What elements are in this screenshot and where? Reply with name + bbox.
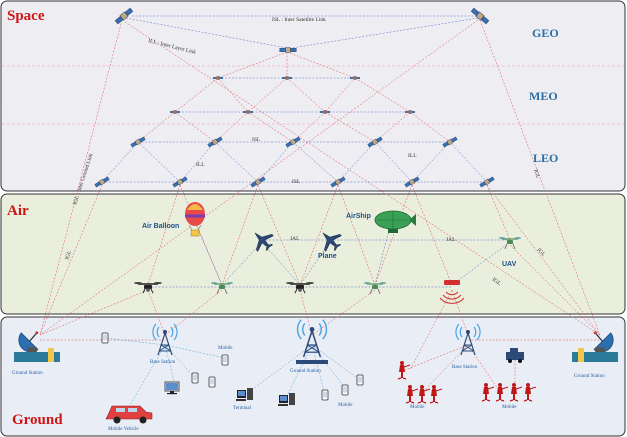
- ground-station-label-right: Ground Station: [574, 374, 605, 379]
- ground-station-label-left: Ground Station: [12, 371, 43, 376]
- mobile-phone-icon[interactable]: [191, 372, 199, 384]
- geo-satellite-mid[interactable]: [279, 47, 297, 53]
- mobile-label-right-left: Mobile: [410, 405, 425, 410]
- air-layer-title: Air: [7, 203, 29, 219]
- signal-drone-icon[interactable]: [439, 280, 465, 304]
- uav-label: UAV: [502, 261, 517, 268]
- plane-label: Plane: [318, 253, 337, 260]
- mobile-label-right: Mobile: [502, 405, 517, 410]
- mobile-phone-icon[interactable]: [356, 374, 364, 386]
- isl-label-leo: ISL: [292, 179, 301, 185]
- mobile-phone-icon[interactable]: [101, 332, 109, 344]
- meo-orbit-title: MEO: [529, 89, 558, 103]
- air-balloon-label: Air Balloon: [142, 223, 179, 230]
- mobile-label-center: Mobile: [338, 403, 353, 408]
- ground-station-tower-center[interactable]: [296, 319, 328, 364]
- ground-layer-title: Ground: [12, 412, 63, 428]
- base-station-label-left: Base Station: [150, 360, 176, 365]
- ill-label-right: ILL: [408, 153, 417, 159]
- leo-orbit-title: LEO: [533, 151, 558, 165]
- geo-orbit-title: GEO: [532, 26, 559, 40]
- airship-label: AirShip: [346, 213, 371, 220]
- jal-label-left: JAL: [290, 236, 300, 242]
- space-layer-panel: [0, 0, 626, 192]
- isl-inter-satellite-label: ISL : Inter Satellite Link: [272, 17, 326, 23]
- air-layer-panel: [0, 193, 626, 315]
- base-station-label-right: Base Station: [452, 365, 478, 370]
- air-balloon-icon[interactable]: [185, 202, 205, 237]
- mobile-phone-icon[interactable]: [321, 389, 329, 401]
- mobile-phone-icon[interactable]: [208, 376, 216, 388]
- mobile-vehicle-icon[interactable]: [105, 405, 153, 424]
- mobile-label-left: Mobile: [218, 346, 233, 351]
- military-vehicle-icon[interactable]: [506, 348, 524, 363]
- jal-label-right: JAL: [446, 237, 456, 243]
- ill-label-leo: ILL: [196, 162, 205, 168]
- terminal-label: Terminal: [233, 406, 252, 411]
- mobile-phone-icon[interactable]: [221, 354, 229, 366]
- ground-station-label-center: Ground Station: [290, 369, 321, 374]
- isl-label-meo: ISL: [252, 137, 261, 143]
- ground-station-building-right[interactable]: [572, 348, 618, 362]
- igl-label-right-air: IGL: [491, 277, 502, 288]
- mobile-phone-icon[interactable]: [341, 384, 349, 396]
- space-layer-title: Space: [7, 8, 45, 24]
- airship-icon[interactable]: [374, 210, 416, 233]
- igl-label-right-mid: IGL: [536, 247, 547, 258]
- ground-station-building-left[interactable]: [14, 348, 60, 362]
- igl-label-right-top: IGL: [532, 169, 541, 180]
- igl-label-left: IGL: [64, 249, 73, 260]
- mobile-vehicle-label: Mobile Vehicle: [108, 427, 139, 432]
